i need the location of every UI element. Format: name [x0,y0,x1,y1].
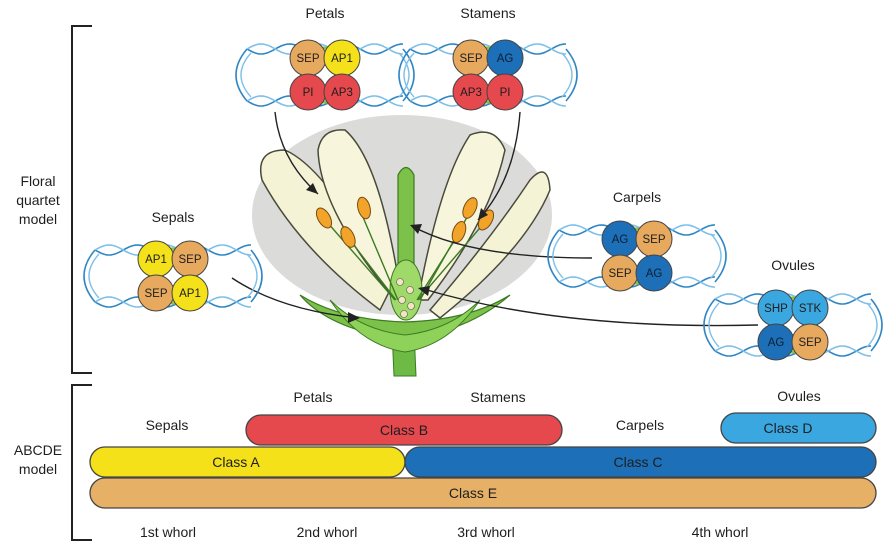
protein-ovules-4 [791,323,829,361]
protein-stamens-4 [486,73,524,111]
protein-label-petals-3: PI [303,87,314,99]
class-d-label: Class D [763,420,812,436]
protein-label-stamens-2: AG [497,53,514,65]
protein-label-sepals-1: AP1 [145,254,167,266]
protein-label-sepals-4: AP1 [179,288,201,300]
arrowhead-ovules [418,286,430,296]
protein-petals-4 [323,73,361,111]
arrowhead-stamens [478,208,488,220]
organ-label-sepals: Sepals [146,417,189,433]
class-d-bar [720,412,877,444]
quartet-arrows [231,111,759,327]
organ-label-petals: Petals [294,389,333,405]
abcde-organ-labels: Sepals Petals Stamens Carpels Ovules [146,388,821,433]
arrow-sepals [231,277,359,319]
protein-label-ovules-2: STK [799,303,822,315]
protein-label-stamens-1: SEP [459,53,482,65]
protein-label-sepals-2: SEP [178,254,201,266]
abcde-class-bars: Class E Class A Class C Class B Class D [89,412,877,509]
protein-label-sepals-3: SEP [144,288,167,300]
arrowhead-petals [306,183,318,194]
arrowhead-carpels [410,224,422,234]
class-e-label: Class E [449,485,497,501]
quartet-title-carpels: Carpels [613,189,661,205]
whorl-label-3: 3rd whorl [457,524,515,540]
quartet-title-stamens: Stamens [460,5,515,21]
organ-label-stamens: Stamens [470,389,525,405]
arrow-ovules [419,287,759,327]
flower-illustration [252,115,552,377]
class-e-bar [89,477,877,509]
quartet-title-ovules: Ovules [771,257,815,273]
abcde-label-line-2: model [19,461,57,477]
protein-label-petals-2: AP1 [331,53,353,65]
organ-label-carpels: Carpels [616,417,664,433]
class-b-label: Class B [380,422,428,438]
arrowhead-sepals [348,312,360,323]
arrow-carpels [411,225,593,259]
protein-label-carpels-4: AG [646,268,663,280]
whorl-labels: 1st whorl 2nd whorl 3rd whorl 4th whorl [140,524,748,540]
floral-quartet-label-line-1: Floral [20,173,55,189]
organ-label-ovules: Ovules [777,388,821,404]
abcde-bracket [71,384,92,541]
abcde-label-line-1: ABCDE [14,442,62,458]
protein-label-petals-1: SEP [296,53,319,65]
class-a-label: Class A [212,454,260,470]
protein-label-stamens-4: PI [500,87,511,99]
protein-sepals-4 [171,274,209,312]
protein-carpels-4 [635,254,673,292]
quartet-title-sepals: Sepals [152,209,195,225]
protein-label-ovules-4: SEP [798,337,821,349]
protein-label-ovules-3: AG [768,337,785,349]
floral-quartet-label-line-2: quartet [16,192,60,208]
quartet-title-petals: Petals [306,5,345,21]
protein-label-carpels-2: SEP [642,234,665,246]
protein-label-stamens-3: AP3 [460,87,482,99]
protein-label-carpels-3: SEP [608,268,631,280]
whorl-label-4: 4th whorl [692,524,749,540]
protein-label-petals-4: AP3 [331,87,353,99]
floral-quartet-label-line-3: model [19,211,57,227]
class-b-bar [245,414,563,446]
floral-quartet-bracket [71,25,92,374]
class-c-label: Class C [613,454,662,470]
protein-label-ovules-1: SHP [764,303,788,315]
class-c-bar [404,446,877,478]
whorl-label-1: 1st whorl [140,524,196,540]
arrow-stamens [477,111,521,221]
whorl-label-2: 2nd whorl [297,524,358,540]
protein-label-carpels-1: AG [612,234,629,246]
